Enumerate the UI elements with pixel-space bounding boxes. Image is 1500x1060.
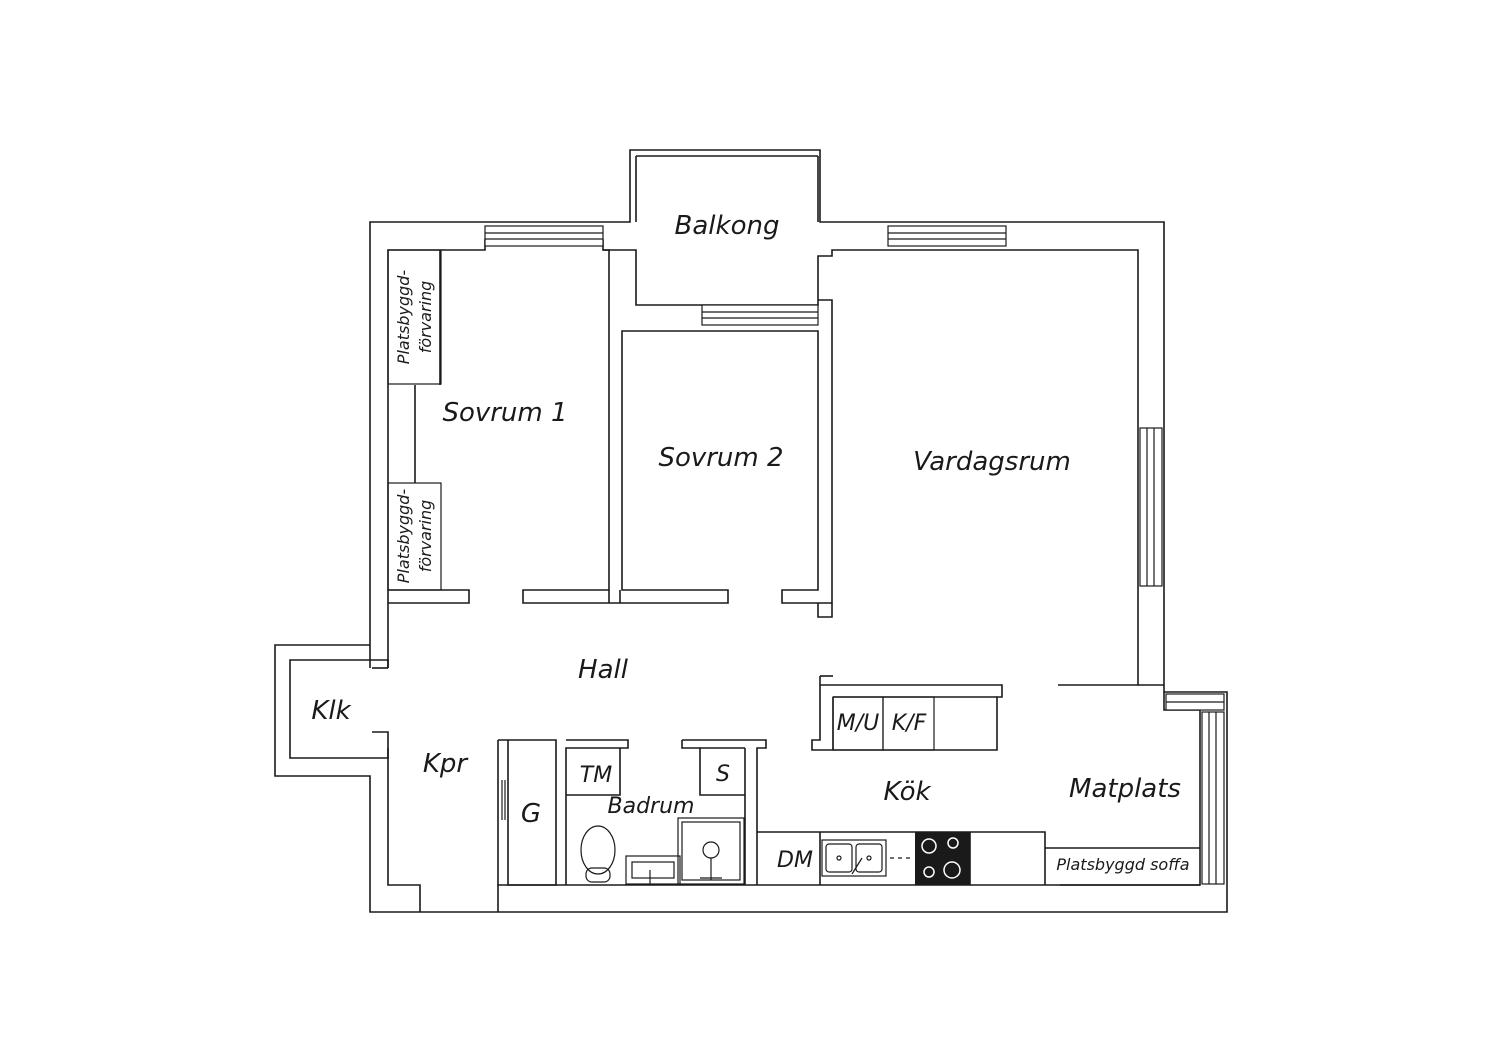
storage-top: [387, 249, 442, 385]
label-badrum: Badrum: [608, 794, 695, 819]
storage-top-line1: Platsbyggd-: [394, 270, 413, 365]
toilet-icon: [580, 825, 616, 883]
storage-bottom: [387, 482, 442, 591]
label-klk: Klk: [311, 696, 351, 726]
window-matplats: [1201, 711, 1225, 885]
label-dm: DM: [777, 848, 813, 873]
label-balkong: Balkong: [675, 211, 780, 241]
label-vardagsrum: Vardagsrum: [913, 447, 1071, 477]
label-g: G: [521, 799, 541, 829]
storage-bottom-line2: förvaring: [416, 500, 435, 573]
washbasin-icon: [625, 855, 681, 885]
kf-cabinet: [882, 696, 935, 751]
window-vardagsrum-top: [887, 225, 1007, 247]
fixture-labels: Platsbyggd- förvaring Platsbyggd- förvar…: [394, 270, 1190, 874]
label-kpr: Kpr: [423, 749, 470, 779]
fixtures: [387, 249, 970, 885]
label-hall: Hall: [578, 655, 629, 685]
label-sovrum1: Sovrum 1: [442, 398, 567, 428]
label-mu: M/U: [837, 711, 880, 736]
window-vardagsrum-side: [1139, 427, 1163, 587]
storage-top-line2: förvaring: [416, 281, 435, 354]
label-s: S: [716, 762, 730, 787]
shower-icon: [677, 817, 745, 885]
window-sovrum2: [701, 304, 819, 326]
storage-bottom-line1: Platsbyggd-: [394, 489, 413, 584]
label-matplats: Matplats: [1069, 774, 1181, 804]
label-tm: TM: [580, 763, 612, 788]
label-sovrum2: Sovrum 2: [658, 443, 783, 473]
window-sovrum1: [484, 225, 604, 247]
label-sofa: Platsbyggd soffa: [1056, 855, 1189, 874]
windows: [484, 225, 1225, 885]
label-kok: Kök: [883, 777, 931, 807]
kitchen-sink-icon: [821, 839, 910, 877]
label-kf: K/F: [892, 711, 927, 736]
room-labels: Balkong Sovrum 1 Sovrum 2 Vardagsrum Hal…: [311, 211, 1181, 819]
stove-icon: [915, 832, 970, 885]
